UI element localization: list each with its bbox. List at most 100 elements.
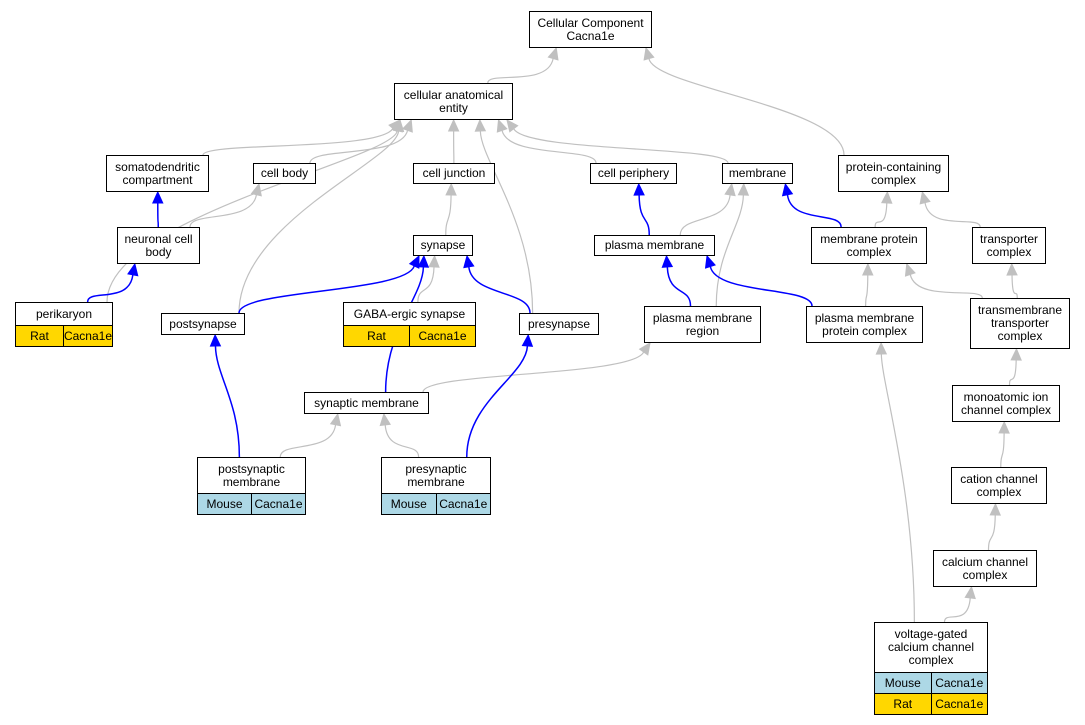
node-label: calcium channel complex [941, 554, 1029, 582]
arrowhead [661, 254, 674, 268]
node-cae[interactable]: cellular anatomical entity [394, 83, 513, 120]
arrowhead [521, 333, 534, 347]
node-label: membrane protein complex [820, 231, 918, 259]
annotation-gene: Cacna1e [409, 326, 475, 346]
node-label: synapse [420, 238, 466, 252]
node-label: protein-containing complex [845, 159, 942, 187]
arrowhead [329, 412, 342, 427]
arrowhead [1006, 262, 1018, 276]
arrowhead [989, 502, 1002, 516]
node-label: neuronal cell body [124, 231, 193, 259]
arrowhead [496, 118, 508, 133]
annotation-species: Rat [893, 696, 913, 711]
edge-postsynmem-postsynapse [214, 345, 241, 458]
edge-mpc-pcc [874, 202, 888, 228]
node-label: cell body [260, 166, 309, 180]
node-label: perikaryon [35, 306, 93, 321]
edge-presynmem-presynapse [466, 345, 529, 458]
node-label: plasma membrane region [652, 310, 753, 338]
node-mic[interactable]: monoatomic ion channel complex [952, 385, 1060, 422]
edge-pmr-pm [666, 266, 692, 307]
node-label: postsynapse [169, 316, 237, 331]
arrowhead [904, 262, 916, 277]
node-pm[interactable]: plasma membrane [594, 235, 715, 256]
node-pmr[interactable]: plasma membrane region [644, 306, 761, 343]
edge-pm-membrane [679, 194, 731, 236]
edge-mic-ttc [1008, 359, 1017, 386]
arrowhead [633, 182, 645, 196]
annotation-gene: Cacna1e [930, 673, 988, 693]
arrowhead [547, 46, 559, 61]
node-synmem[interactable]: synaptic membrane [304, 392, 429, 414]
node-membrane[interactable]: membrane [722, 163, 793, 184]
edge-synapse-celljunction [445, 194, 452, 236]
arrowhead [209, 333, 222, 347]
annotation-gene: Cacna1e [62, 326, 112, 346]
arrowhead [862, 262, 874, 276]
edge-cellbody-cae [309, 130, 409, 164]
annotation-species: Rat [367, 328, 386, 343]
node-label: plasma membrane [604, 238, 705, 252]
node-mpc[interactable]: membrane protein complex [811, 227, 927, 264]
node-label: presynapse [527, 316, 591, 331]
node-root[interactable]: Cellular Component Cacna1e [529, 11, 652, 48]
node-label: cation channel complex [960, 471, 1038, 499]
arrowhead [408, 254, 420, 269]
node-label: cellular anatomical entity [403, 87, 504, 115]
arrowhead [417, 254, 430, 268]
node-ncb[interactable]: neuronal cell body [117, 227, 200, 264]
arrowhead [127, 262, 139, 277]
arrowhead [250, 182, 262, 197]
node-synapse[interactable]: synapse [413, 235, 473, 256]
edge-vgcc-pmpc [880, 353, 915, 623]
node-ccc[interactable]: cation channel complex [951, 467, 1047, 504]
node-cellperiphery[interactable]: cell periphery [590, 163, 677, 184]
node-label: transporter complex [979, 231, 1039, 259]
annotation-species: Mouse [206, 496, 243, 511]
node-cellbody[interactable]: cell body [253, 163, 316, 184]
node-cacc[interactable]: calcium channel complex [933, 550, 1037, 587]
arrowhead [724, 182, 736, 197]
node-pmpc[interactable]: plasma membrane protein complex [806, 306, 923, 343]
edge-postsynapse-synapse [238, 265, 416, 314]
edge-presynmem-synmem [384, 424, 420, 458]
arrowhead [998, 420, 1010, 434]
node-celljunction[interactable]: cell junction [413, 163, 495, 184]
edge-pmpc-mpc [865, 274, 869, 307]
node-pcc[interactable]: protein-containing complex [838, 155, 949, 192]
node-tc[interactable]: transporter complex [972, 227, 1046, 264]
edge-ttc-mpc [909, 274, 983, 299]
annotation-gene: Cacna1e [435, 494, 491, 514]
node-somato[interactable]: somatodendritic compartment [106, 155, 209, 192]
edge-vgcc-cacc [943, 597, 971, 623]
annotation-row: Rat Cacna1e [344, 325, 475, 346]
arrowhead [428, 254, 440, 268]
node-ttc[interactable]: transmembrane transporter complex [970, 298, 1070, 349]
arrowhead [463, 254, 475, 269]
edge-somato-cae [202, 128, 394, 156]
edge-gaba-synapse [417, 266, 435, 303]
arrowhead [151, 190, 164, 204]
arrowhead [643, 46, 655, 61]
annotation-species: Mouse [884, 675, 921, 690]
edge-presynapse-cae [479, 130, 534, 314]
node-postsynapse[interactable]: postsynapse [161, 313, 245, 335]
edge-ttc-tc [1011, 274, 1018, 299]
node-label: synaptic membrane [314, 395, 419, 410]
annotation-species: Rat [30, 328, 49, 343]
arrowhead [704, 254, 716, 269]
edge-tc-pcc [924, 202, 981, 228]
edge-pmr-membrane [715, 194, 744, 307]
node-presynapse[interactable]: presynapse [519, 313, 599, 335]
edge-pmpc-pm [709, 266, 813, 307]
edge-ccc-mic [1000, 432, 1005, 468]
arrowhead [506, 119, 519, 133]
